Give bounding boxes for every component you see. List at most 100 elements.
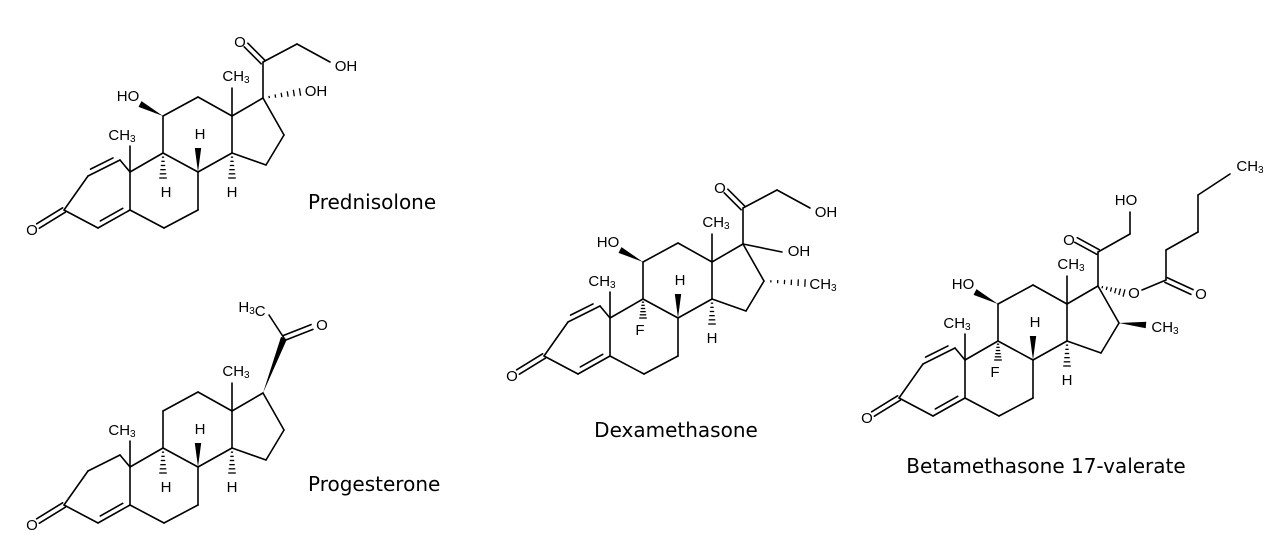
c11-hydroxyl-label: HO [117,88,140,105]
bond [197,391,233,412]
c14-hydrogen-label: H [1062,372,1073,389]
c8-hydrogen-label-part: H [195,421,206,438]
c20-oxygen-label: O [316,317,328,334]
bond [119,454,131,468]
c21-hydroxyl-label-part: OH [815,204,838,221]
bond [711,298,747,312]
hashed-bond-line [1118,288,1122,296]
double-bond-line [873,399,902,418]
bond [231,97,264,117]
c17-hydroxyl-label-part: OH [788,243,811,260]
double-bond-line [282,323,312,337]
double-bond-line [38,506,67,525]
c20-oxygen-label: O [1063,232,1075,249]
carbonyl-oxygen-label-part: O [1195,286,1207,303]
c20-oxygen-label-part: O [234,34,246,51]
c14-hydrogen-label-part: H [227,184,238,201]
hashed-bond-line [1105,286,1108,291]
bond [231,152,267,166]
double-bond-line [38,211,67,230]
bond [609,298,644,319]
ester-oxygen-label-part: O [1128,285,1140,302]
c9-hydrogen-label-part: H [161,479,172,496]
ketone-oxygen-label-part: O [861,410,873,427]
bond [265,134,285,166]
c10-methyl-label: CH3 [108,422,136,440]
c10-methyl-label: CH3 [943,315,971,333]
double-bond-line [243,46,262,65]
bond [922,347,956,365]
bond [231,392,264,412]
bond [742,189,778,209]
bond [745,280,765,312]
c21-hydroxyl-label-part: HO [1115,192,1138,209]
c10-methyl-label-part: CH [108,422,130,439]
bond [129,209,165,229]
wedge-bond [194,443,202,467]
bond [119,159,131,173]
c9-fluorine-label-part: F [635,322,644,339]
c11-hydroxyl-label-part: HO [597,234,620,251]
c21-methyl-label-part: C [255,303,266,320]
c16-methyl-label: CH3 [1151,319,1179,337]
c21-methyl-label: H3C [238,299,265,320]
hashed-bond-line [286,91,289,97]
ketone-oxygen-label: O [861,410,873,427]
bond [577,355,611,375]
ketone-oxygen-label: O [506,368,518,385]
bond [231,447,267,461]
bond [1066,340,1102,354]
ketone-oxygen-label-part: O [26,222,38,239]
hashed-bond-line [1101,285,1104,289]
compound-name-label: Dexamethasone [594,418,758,442]
bond [197,152,233,173]
carbonyl-oxygen-label: O [1195,286,1207,303]
c14-hydrogen-label-part: H [1062,372,1073,389]
c10-methyl-label-part: CH [943,315,965,332]
bond [711,243,744,263]
bond [1097,285,1120,324]
c14-hydrogen-label-part: H [707,330,718,347]
bond [932,397,966,417]
bond [1066,285,1099,305]
bond [898,397,934,417]
bond [776,189,811,209]
wedge-bond [138,101,163,116]
bond [163,209,199,229]
double-bond-line [515,352,544,371]
wedge-bond [973,289,998,304]
c10-methyl-label-part: 3 [130,134,136,145]
double-bond-line [1073,241,1098,256]
bond [543,355,579,375]
hashed-bond-line [274,94,277,98]
double-bond-line [518,357,547,376]
double-bond-line [579,353,604,368]
c13-methyl-label-part: CH [1057,256,1079,273]
c9-fluorine-label-part: F [990,364,999,381]
c13-methyl-label: CH3 [222,68,250,86]
c16-methyl-label-part: CH [1151,319,1173,336]
double-bond-line [870,394,899,413]
c17-hydroxyl-label: OH [305,83,328,100]
c13-methyl-label-part: 3 [724,221,730,232]
c9-fluorine-label: F [635,322,644,339]
c16-methyl-label: CH3 [809,276,837,294]
bond [63,209,99,229]
double-bond-line [723,192,742,211]
bond [567,305,601,323]
c21-hydroxyl-label: OH [815,204,838,221]
double-bond-line [1076,236,1101,251]
hashed-bond-line [1122,289,1126,297]
bond [262,392,285,431]
wedge-bond [674,294,682,318]
bond [163,504,199,524]
c10-methyl-label-part: 3 [965,322,971,333]
bond [964,340,999,361]
hashed-bond-line [1109,287,1113,292]
c20-oxygen-label: O [714,180,726,197]
double-bond-line [1166,276,1194,291]
